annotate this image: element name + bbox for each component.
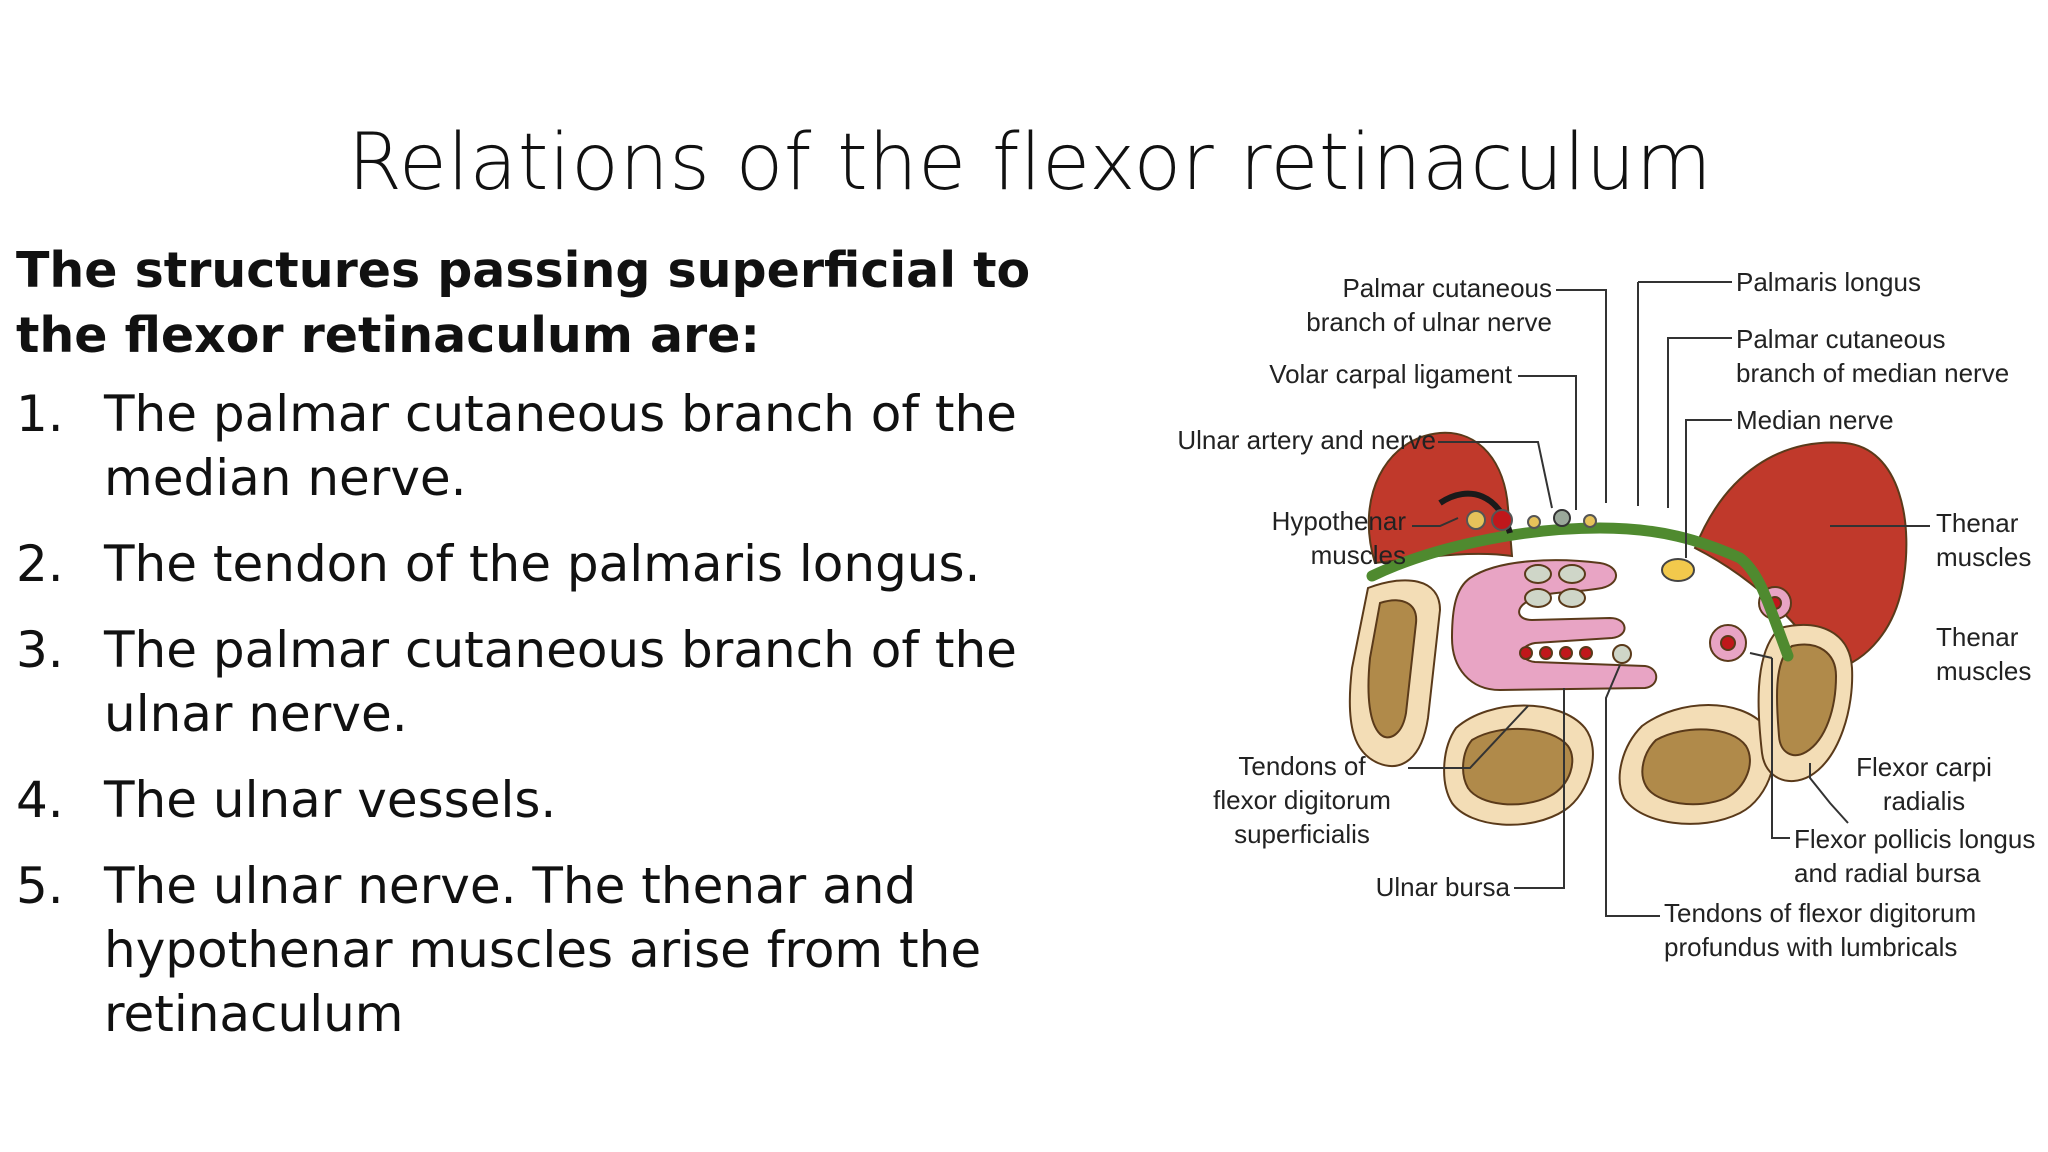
list-text: The ulnar vessels. [104, 771, 557, 829]
list-text: The palmar cutaneous branch of the ulnar… [104, 621, 1017, 743]
label-volar-carpal: Volar carpal ligament [1269, 359, 1513, 389]
list-number: 2. [16, 535, 64, 593]
fdp-tendons [1519, 644, 1632, 664]
list-text: The tendon of the palmaris longus. [104, 535, 981, 593]
label-median-nerve: Median nerve [1736, 405, 1894, 435]
intro-heading: The structures passing superficial to th… [16, 242, 1031, 364]
label-palmaris-longus: Palmaris longus [1736, 267, 1921, 297]
label-ulnar-artery-nerve: Ulnar artery and nerve [1177, 425, 1436, 455]
palmar-cut-median-dot [1583, 514, 1597, 528]
hypothenar-muscle [1367, 431, 1514, 565]
palmar-cut-ulnar-dot [1527, 515, 1541, 529]
list-text: The ulnar nerve. The thenar and hypothen… [104, 857, 982, 1043]
list-number: 1. [16, 385, 64, 443]
fds-tendons [1524, 564, 1586, 608]
list-item: 4. The ulnar vessels. [16, 768, 1076, 832]
list-number: 5. [16, 857, 64, 915]
slide-title: Relations of the flexor retinaculum [347, 118, 1713, 208]
list-number: 4. [16, 771, 64, 829]
bone-hamate [1348, 579, 1442, 767]
leader-lines [1408, 281, 1930, 917]
list-number: 3. [16, 621, 64, 679]
flexor-retinaculum [1366, 522, 1794, 662]
median-nerve-dot [1661, 558, 1695, 582]
list-item: 2. The tendon of the palmaris longus. [16, 532, 1076, 596]
bone-trapezoid [1618, 704, 1775, 825]
list-item: 5. The ulnar nerve. The thenar and hypoth… [16, 854, 1076, 1046]
ulnar-nerve-dot [1466, 510, 1486, 530]
list-item: 1. The palmar cutaneous branch of the med… [16, 382, 1076, 510]
list-item: 3. The palmar cutaneous branch of the uln… [16, 618, 1076, 746]
list-text: The palmar cutaneous branch of the media… [104, 385, 1017, 507]
structures-text: The structures passing superficial to th… [16, 238, 1076, 1068]
palmaris-longus-dot [1553, 509, 1571, 527]
ulnar-bursa [1450, 559, 1658, 692]
bone-capitate [1443, 704, 1594, 826]
ulnar-artery-dot [1491, 509, 1513, 531]
structures-list: 1. The palmar cutaneous branch of the med… [16, 382, 1076, 1046]
bone-trapezium [1757, 623, 1854, 782]
label-ulnar-bursa: Ulnar bursa [1376, 872, 1511, 902]
fpl-tendon [1709, 624, 1747, 662]
